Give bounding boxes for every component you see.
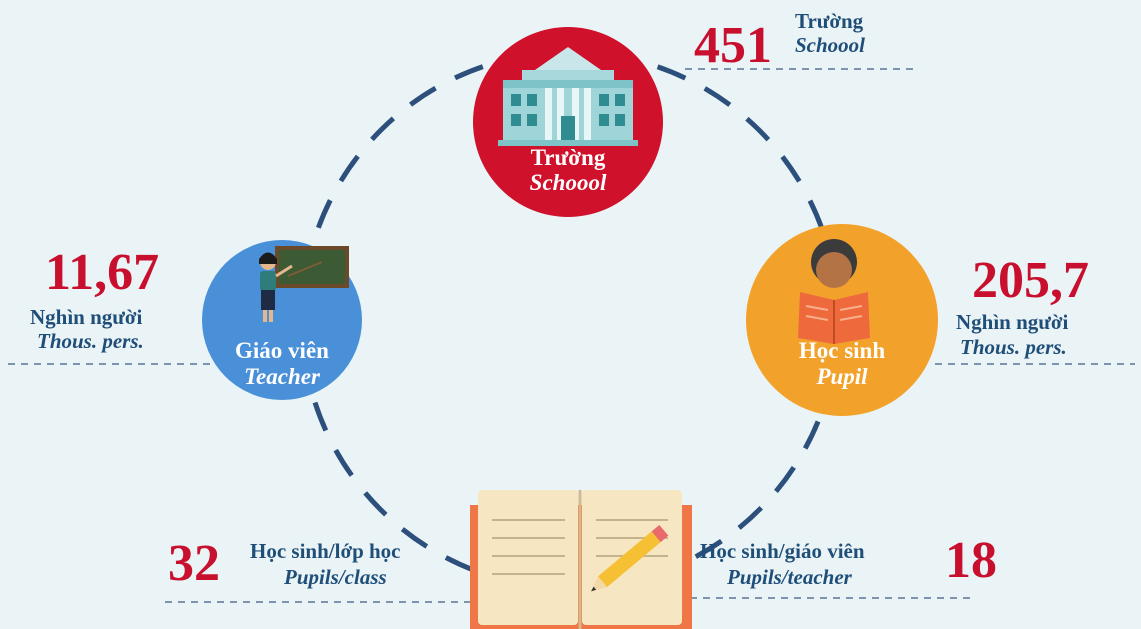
pupil-circle-label-vi: Học sinh	[798, 338, 886, 363]
teacher-unit-vi: Nghìn người	[30, 305, 143, 329]
school-label-en: Schoool	[795, 33, 866, 57]
teacher-value: 11,67	[45, 244, 160, 301]
pupils-per-teacher-label-en: Pupils/teacher	[727, 565, 852, 589]
school-building-icon	[498, 47, 638, 146]
teacher-unit-en: Thous. pers.	[37, 329, 144, 353]
pupils-per-class-label-vi: Học sinh/lớp học	[250, 539, 401, 563]
teacher-circle-label-en: Teacher	[244, 364, 320, 389]
pupil-unit-vi: Nghìn người	[956, 310, 1069, 334]
pupils-per-teacher-value: 18	[945, 532, 997, 589]
school-value: 451	[694, 17, 772, 74]
pupil-unit-en: Thous. pers.	[960, 335, 1067, 359]
school-circle-label-vi: Trường	[530, 145, 606, 170]
pupil-value: 205,7	[972, 252, 1089, 309]
teacher-blackboard-icon	[259, 246, 349, 322]
pupils-per-class-label-en: Pupils/class	[284, 565, 387, 589]
pupil-circle-label-en: Pupil	[816, 364, 868, 389]
school-label-vi: Trường	[795, 9, 864, 33]
teacher-circle-label-vi: Giáo viên	[235, 338, 329, 363]
pupil-reading-icon	[798, 239, 870, 344]
pupils-per-teacher-label-vi: Học sinh/giáo viên	[700, 539, 865, 563]
school-circle-label-en: Schoool	[529, 170, 607, 195]
pupils-per-class-value: 32	[168, 535, 220, 592]
open-book-pencil-icon	[470, 490, 692, 629]
